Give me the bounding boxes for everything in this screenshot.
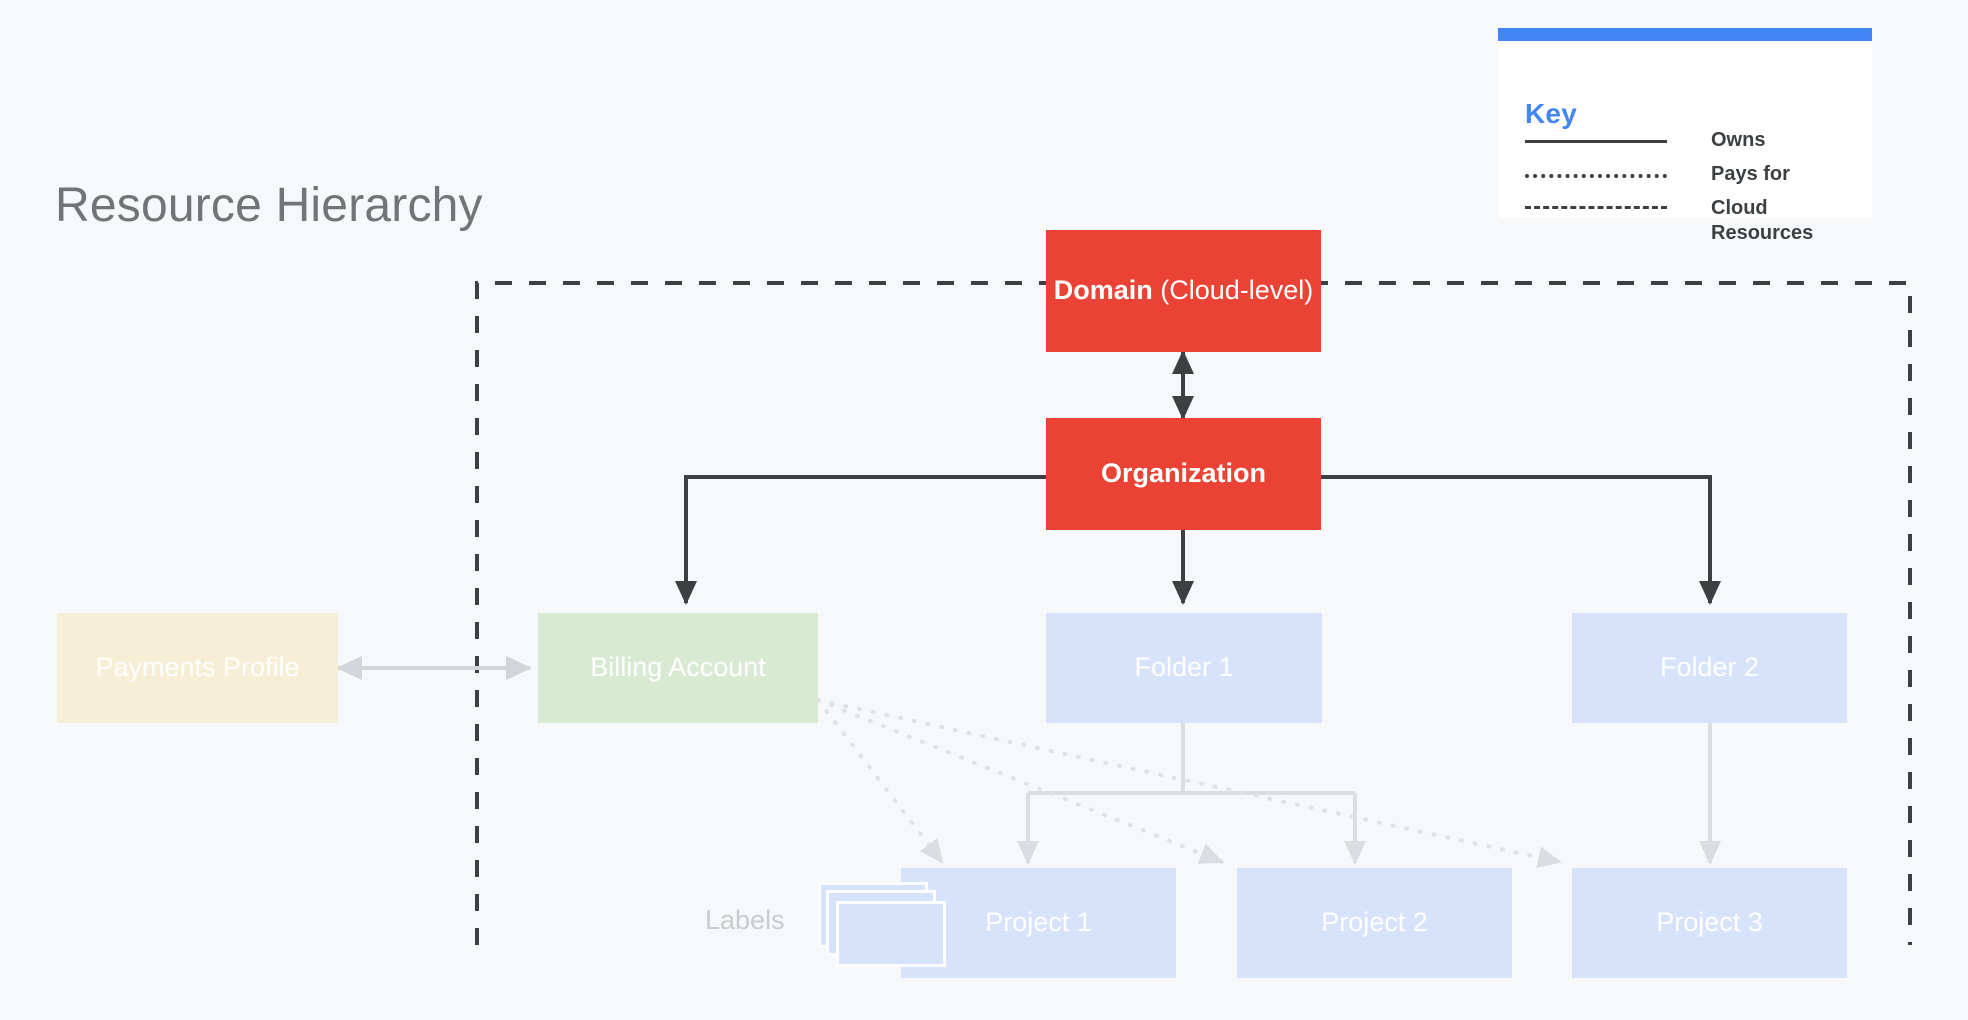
edge-organization-folder2 [1321,475,1721,605]
node-folder2-label: Folder 2 [1659,652,1760,683]
key-legend-label-cloud-resources: Cloud Resources [1711,197,1814,244]
key-legend-item-pays-for: Pays for [1525,162,1845,196]
node-domain-label-rest: (Cloud-level) [1152,275,1314,306]
edge-billing-pays-for-project2 [816,698,1224,865]
node-payments-profile[interactable]: Payments Profile [57,613,338,723]
node-project3-label: Project 3 [1656,907,1763,938]
node-domain[interactable]: Domain (Cloud-level) [1046,230,1321,352]
node-project2-label: Project 2 [1321,907,1428,938]
key-line-sample-dashed [1525,206,1667,209]
key-legend-label-owns: Owns [1711,129,1766,151]
node-folder2[interactable]: Folder 2 [1572,613,1847,723]
node-project3[interactable]: Project 3 [1572,868,1847,978]
labels-caption: Labels [705,905,785,935]
key-legend-label-pays-for: Pays for [1711,163,1790,185]
key-line-sample-dotted [1525,174,1667,178]
key-legend-item-owns: Owns [1525,128,1845,162]
labels-stack-icon [818,882,950,972]
labels-stack-card-front [836,901,946,967]
edge-folder1-projects [1017,723,1366,865]
key-legend-list: Owns Pays for Cloud Resources [1525,128,1845,254]
key-line-sample-solid [1525,140,1667,143]
key-accent-bar [1498,28,1872,41]
edge-billing-pays-for-project3 [816,698,1562,869]
edge-billing-pays-for-project1 [816,698,944,864]
node-folder1[interactable]: Folder 1 [1046,613,1322,723]
key-legend-item-cloud-resources: Cloud Resources [1525,196,1845,254]
node-project2[interactable]: Project 2 [1237,868,1512,978]
node-domain-label: Domain (Cloud-level) [1054,275,1314,306]
node-organization[interactable]: Organization [1046,418,1321,530]
node-payments-profile-label: Payments Profile [95,652,300,683]
node-billing-account[interactable]: Billing Account [538,613,818,723]
edge-organization-billing-account [675,475,1046,605]
node-billing-account-label: Billing Account [590,652,766,683]
node-folder1-label: Folder 1 [1134,652,1234,683]
key-panel: Key Owns Pays for Cloud Resources [1498,28,1872,244]
node-organization-label: Organization [1100,458,1266,489]
page-title: Resource Hierarchy [55,179,483,232]
node-domain-label-bold: Domain [1053,275,1153,306]
node-project1[interactable]: Project 1 [901,868,1176,978]
key-title: Key [1525,98,1577,129]
node-project1-label: Project 1 [985,907,1092,938]
